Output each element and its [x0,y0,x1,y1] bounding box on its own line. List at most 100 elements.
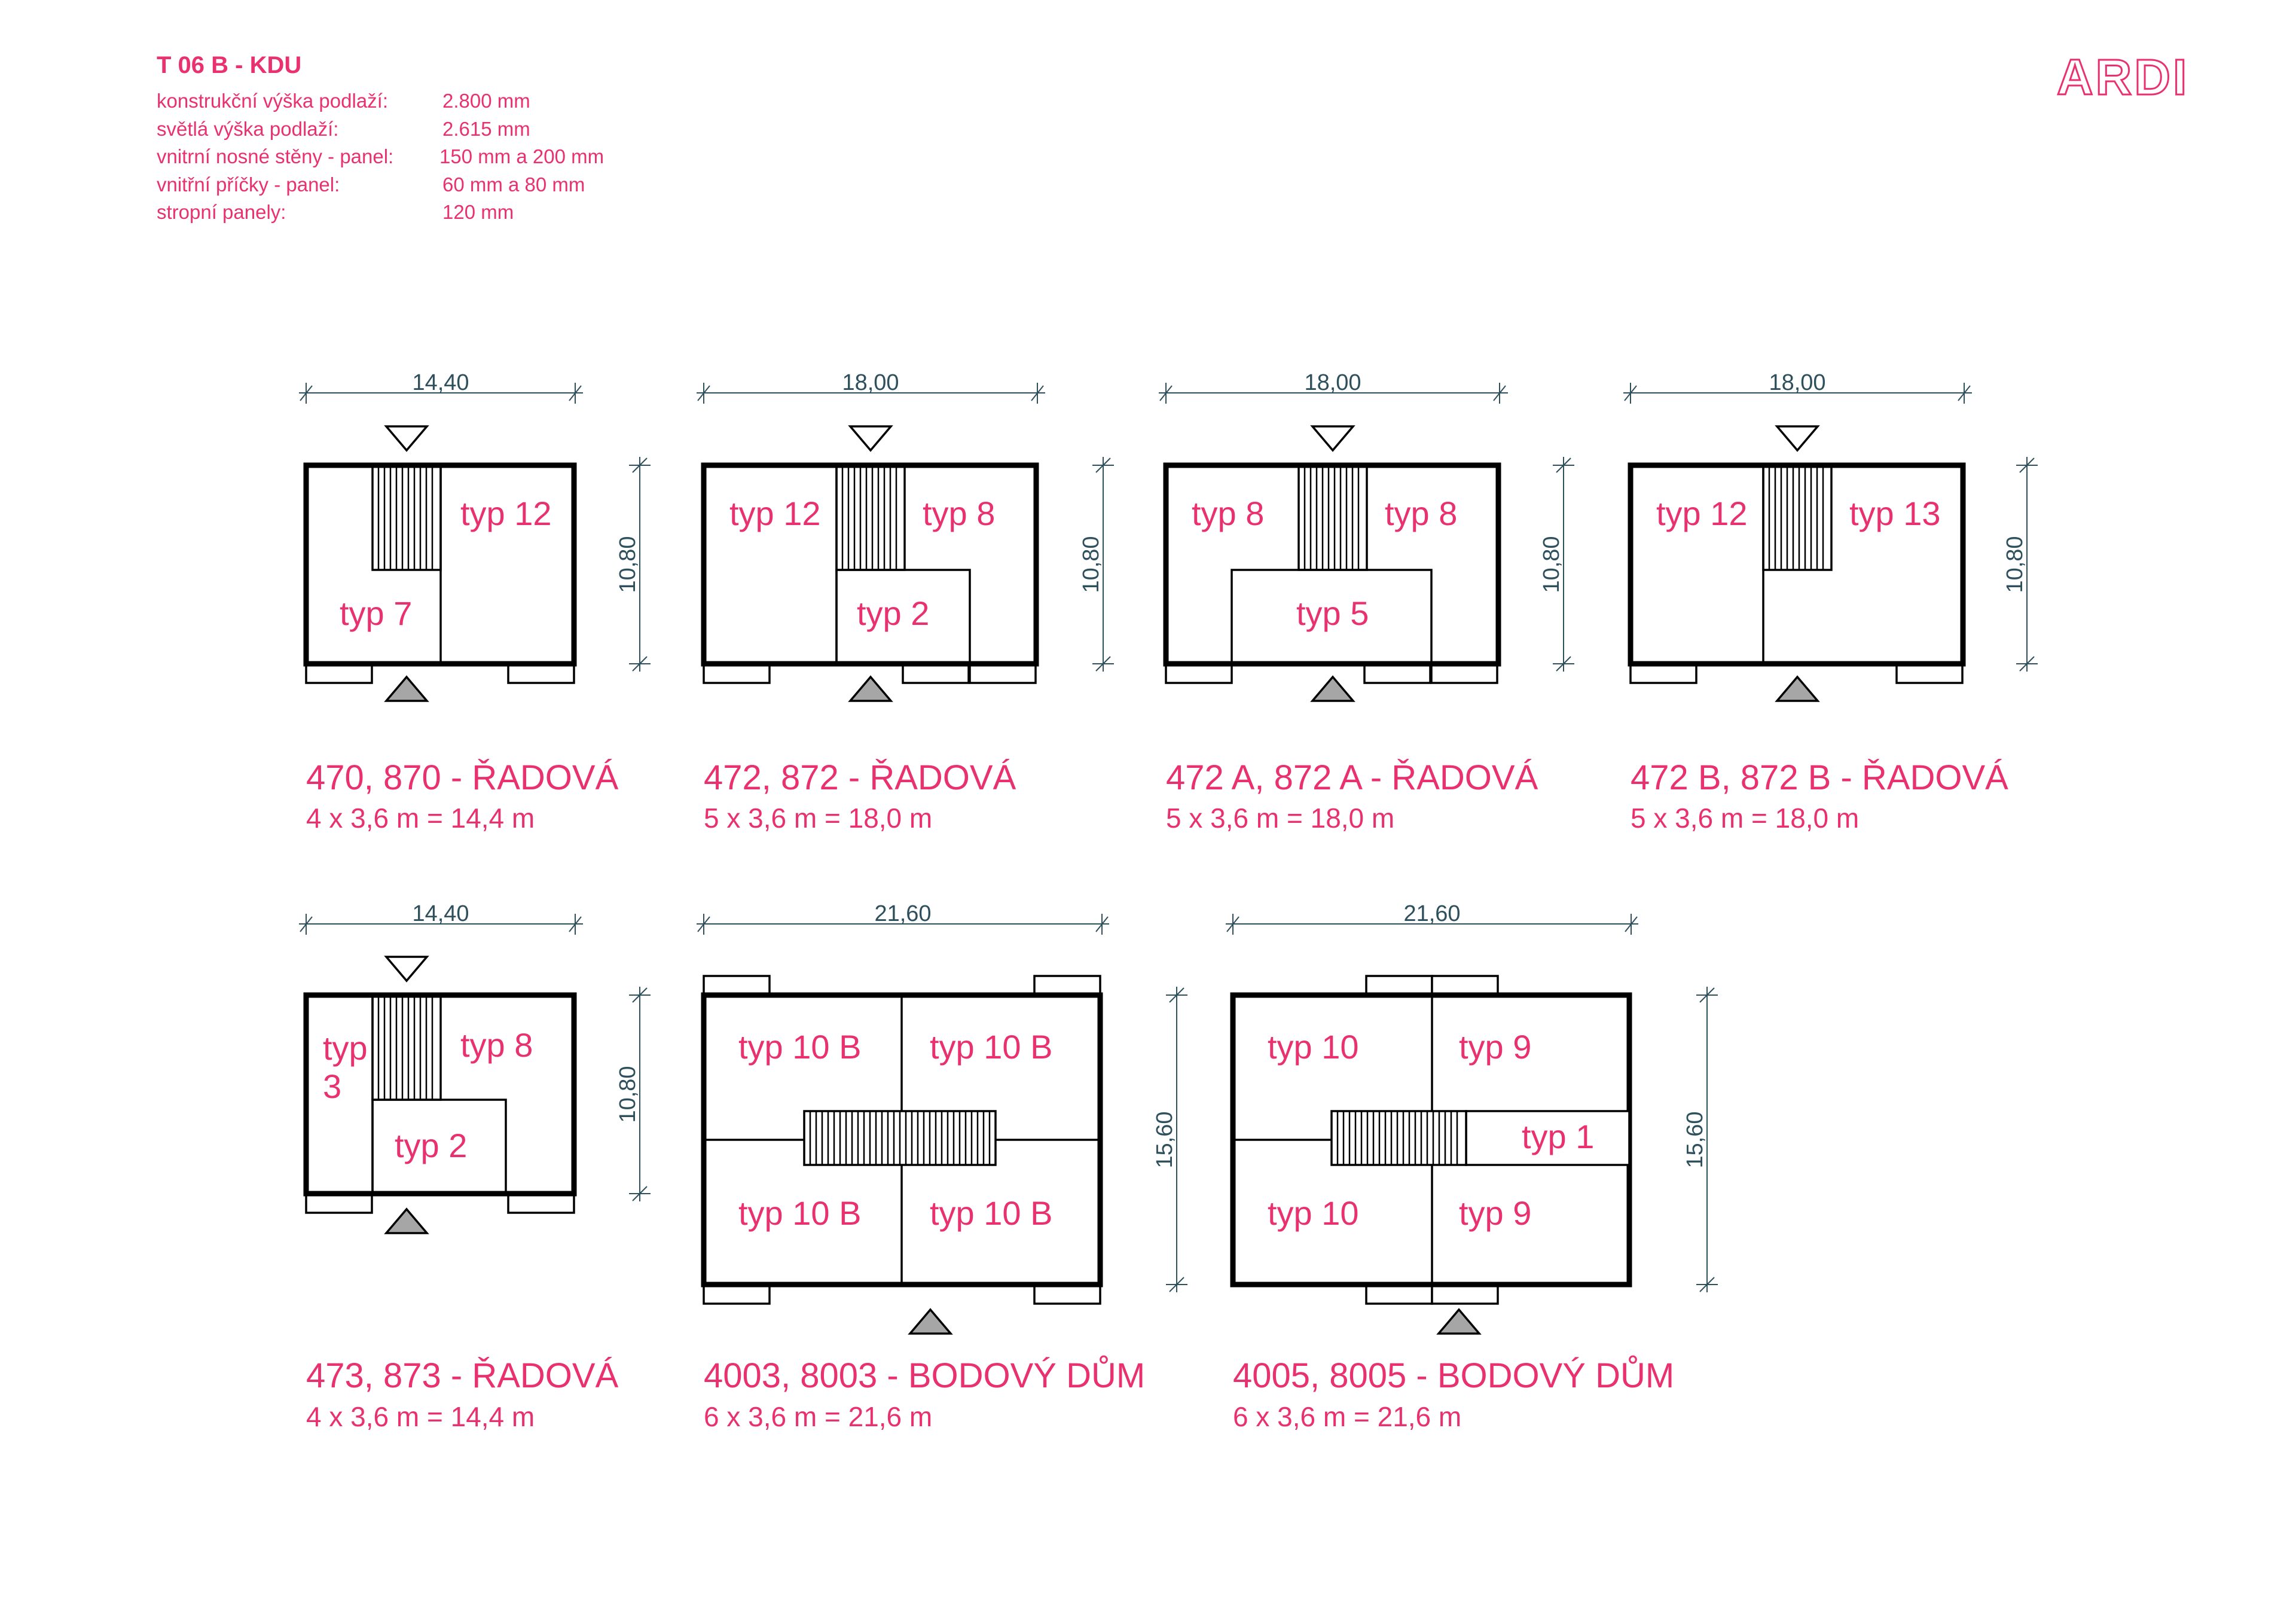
room-label: typ 10 [1268,1028,1359,1066]
room-label: typ 10 B [930,1194,1052,1232]
height-dimension: 10,80 [1079,457,1114,672]
room-label: typ 8 [460,1026,533,1064]
stair-hatch [1303,465,1360,570]
staircase [1762,464,1833,571]
plan-472b: 18,00 10,80 typ 12 typ 13 472 B, 872 B -… [1623,370,2038,834]
plan-caption-formula: 5 x 3,6 m = 18,0 m [704,803,932,834]
room-label: typ 13 [1849,495,1941,532]
room-label: typ 5 [1296,594,1369,632]
height-dimension: 10,80 [615,457,651,672]
balcony [305,663,373,684]
room-label: typ 8 [1385,495,1457,532]
balcony [969,663,1037,684]
balcony [1895,663,1964,684]
balcony [507,1192,575,1214]
plan-caption-formula: 5 x 3,6 m = 18,0 m [1631,803,1859,834]
room-label: typ 12 [1656,495,1748,532]
entry-top-icon [1776,425,1819,451]
plan-caption-title: 472 A, 872 A - ŘADOVÁ [1166,758,1538,797]
staircase [371,994,442,1101]
balcony [703,975,771,996]
width-label: 21,60 [874,901,931,926]
stair-hatch [809,1111,991,1165]
balcony [1365,975,1433,996]
entry-bottom-icon [1311,676,1354,702]
room-outline [1465,1110,1631,1166]
height-dimension: 15,60 [1152,987,1187,1292]
room-label: typ [323,1029,368,1067]
spec-value-3: 150 mm a 200 mm [439,145,604,167]
height-label: 10,80 [1539,536,1564,593]
room-label: typ 10 B [738,1028,861,1066]
width-dimension: 14,40 [299,370,583,404]
room-label: typ 8 [923,495,995,532]
balcony [1165,663,1233,684]
width-dimension: 21,60 [697,901,1109,935]
height-label: 10,80 [2002,536,2028,593]
plan-470: 14,40 10,80 typ 12 typ 7 470, 870 - ŘADO… [299,370,651,834]
width-label: 21,60 [1403,901,1460,926]
stair-hatch [1768,465,1824,570]
spec-value-2: 2.615 mm [442,118,530,140]
plan-caption-formula: 6 x 3,6 m = 21,6 m [704,1401,932,1432]
entry-bottom-icon [1437,1308,1480,1335]
entry-bottom-icon [385,1208,428,1234]
staircase [1330,1110,1467,1166]
width-dimension: 14,40 [299,901,583,935]
spec-value-1: 2.800 mm [442,90,530,112]
width-dimension: 21,60 [1226,901,1638,935]
spec-value-5: 120 mm [442,201,514,223]
height-label: 10,80 [615,536,640,593]
room-label: typ 9 [1459,1194,1531,1232]
room-label: typ 1 [1522,1118,1594,1155]
staircase [835,464,906,571]
room-label: typ 10 B [738,1194,861,1232]
spec-label-2: světlá výška podlaží: [157,118,338,140]
sheet-title: T 06 B - KDU [157,52,301,78]
balcony [1629,663,1697,684]
staircase [1297,464,1368,571]
header-block: T 06 B - KDU konstrukční výška podlaží: … [157,52,604,223]
plan-caption-formula: 5 x 3,6 m = 18,0 m [1166,803,1394,834]
width-label: 14,40 [412,901,469,926]
plan-caption-title: 470, 870 - ŘADOVÁ [306,758,619,797]
balcony [1363,663,1431,684]
width-label: 14,40 [412,370,469,395]
room-label: typ 8 [1192,495,1264,532]
entry-bottom-icon [385,676,428,702]
height-label: 10,80 [615,1066,640,1122]
entry-bottom-icon [849,676,892,702]
balcony [1431,1283,1499,1305]
plan-caption-title: 473, 873 - ŘADOVÁ [306,1356,619,1395]
height-dimension: 15,60 [1683,987,1718,1292]
height-dimension: 10,80 [615,987,651,1201]
balcony [1430,663,1498,684]
entry-top-icon [385,956,428,982]
plan-caption-title: 472, 872 - ŘADOVÁ [704,758,1016,797]
height-label: 15,60 [1683,1111,1708,1168]
spec-label-5: stropní panely: [157,201,286,223]
width-label: 18,00 [1304,370,1361,395]
plan-caption-title: 4005, 8005 - BODOVÝ DŮM [1233,1356,1674,1395]
balcony [703,663,771,684]
width-dimension: 18,00 [1159,370,1508,404]
height-dimension: 10,80 [2002,457,2038,672]
entry-top-icon [385,425,428,451]
plan-472: 18,00 10,80 typ 12 typ 8 typ 2 472, 872 … [697,370,1114,834]
balcony [902,663,970,684]
spec-label-4: vnitřní příčky - panel: [157,173,340,196]
ardi-logo: ARDI [2057,49,2189,105]
balcony [1033,1283,1101,1305]
height-label: 10,80 [1079,536,1104,593]
plan-caption-title: 472 B, 872 B - ŘADOVÁ [1631,758,2008,797]
room-label: typ 2 [395,1127,467,1164]
entry-top-icon [1311,425,1354,451]
room-label: typ 2 [857,594,929,632]
room-label: typ 12 [460,495,552,532]
plan-473: 14,40 10,80 typ 3 typ 8 typ 2 473, 873 -… [299,901,651,1432]
width-dimension: 18,00 [697,370,1045,404]
balcony [703,1283,771,1305]
room-label: typ 10 [1268,1194,1359,1232]
height-dimension: 10,80 [1539,457,1574,672]
